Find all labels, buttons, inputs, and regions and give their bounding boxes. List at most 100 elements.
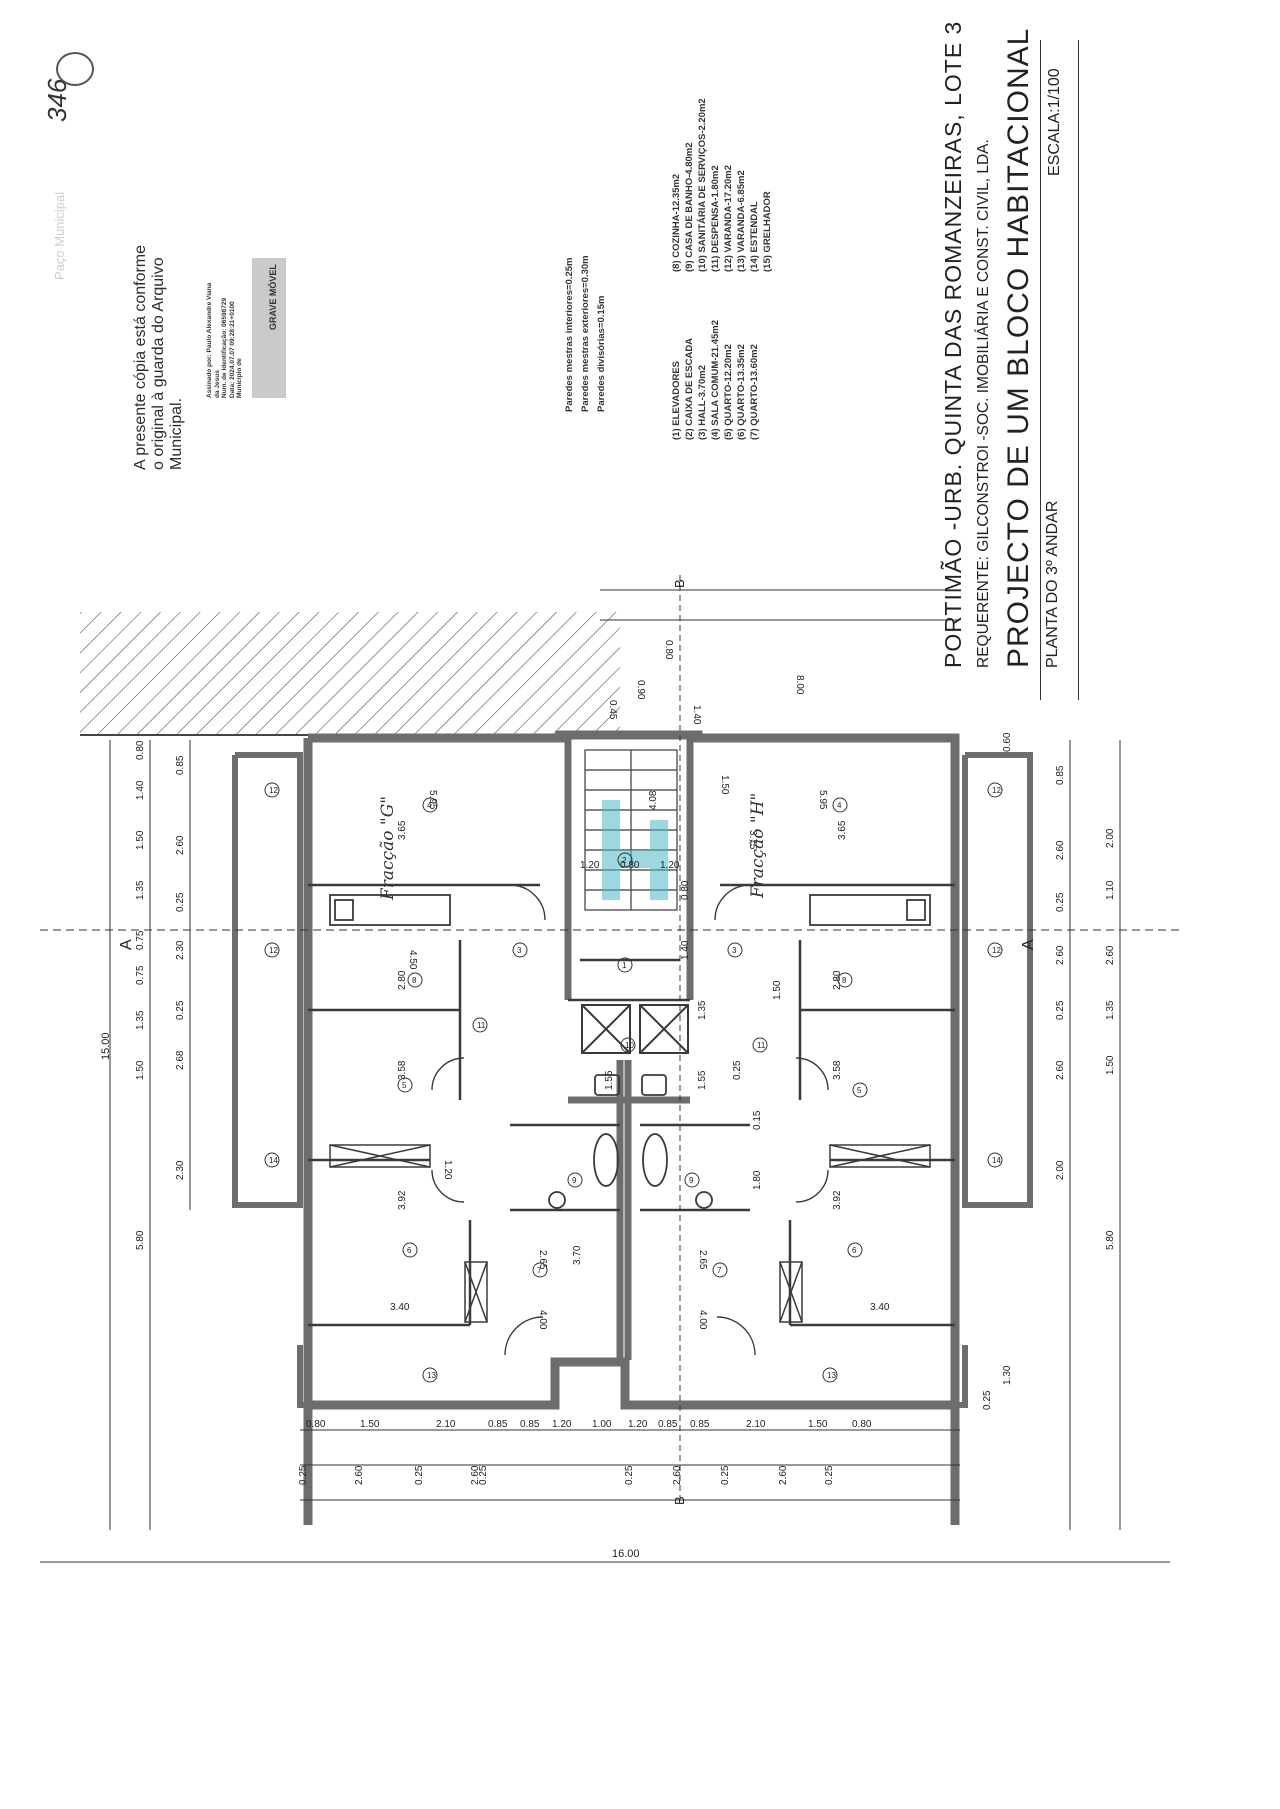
- dimension-label: 2.60: [672, 1465, 683, 1485]
- room-number: 9: [689, 1176, 694, 1185]
- room-number-marker: [472, 1017, 488, 1033]
- dimension-label: 2.60: [175, 835, 186, 855]
- exterior-walls: [232, 730, 1033, 1525]
- room-number-marker: [987, 782, 1003, 798]
- dimension-label: 0.25: [414, 1465, 425, 1485]
- dimension-label: 1.20: [552, 1419, 572, 1430]
- dimension-label: 0.25: [1055, 892, 1066, 912]
- room-dimension: 4.50: [407, 950, 418, 970]
- wardrobes: [329, 1144, 931, 1323]
- room-dimension: 2.65: [537, 1250, 548, 1270]
- room-number-marker: [422, 1367, 438, 1383]
- room-number: 7: [717, 1266, 722, 1275]
- dimension-label: 1.50: [1105, 1055, 1116, 1075]
- kitchen-counters: [329, 894, 931, 926]
- room-number: 4: [837, 801, 842, 810]
- room-dimension: 5.95: [427, 790, 438, 810]
- dimension-label: 2.10: [436, 1419, 456, 1430]
- room-number-marker: [532, 1262, 548, 1278]
- room-number-marker: [617, 957, 633, 973]
- dimension-label: 2.60: [470, 1465, 481, 1485]
- dimension-label: 2.60: [778, 1465, 789, 1485]
- dimension-label: 1.50: [719, 775, 730, 795]
- room-dimension: 1.55: [697, 1070, 708, 1090]
- dimension-label: 1.35: [1105, 1000, 1116, 1020]
- room-number: 10: [625, 1041, 634, 1050]
- dimension-label: 0.75: [135, 965, 146, 985]
- dimension-label: 1.30: [1002, 1365, 1013, 1385]
- dimension-label: 0.25: [175, 892, 186, 912]
- dimension-label: 0.25: [824, 1465, 835, 1485]
- dimension-label: 2.00: [1105, 828, 1116, 848]
- dimension-label: 0.85: [690, 1419, 710, 1430]
- dimension-label: 1.35: [135, 1010, 146, 1030]
- dimension-label: 0.80: [852, 1419, 872, 1430]
- room-number: 9: [572, 1176, 577, 1185]
- dimension-label: 0.25: [982, 1390, 993, 1410]
- dimension-label: 5.80: [1105, 1230, 1116, 1250]
- room-dimension: 1.20: [660, 860, 680, 871]
- stair-highlight: [602, 800, 668, 900]
- room-number-marker: [620, 1037, 636, 1053]
- bathroom-fixtures: [548, 1074, 713, 1209]
- dimension-label: 0.25: [175, 1000, 186, 1020]
- room-number: 2: [622, 856, 627, 865]
- dimension-label: 0.80: [135, 740, 146, 760]
- room-number: 5: [857, 1086, 862, 1095]
- dimension-label: 2.60: [1105, 945, 1116, 965]
- room-number-marker: [852, 1082, 868, 1098]
- dimension-label: 0.90: [635, 680, 646, 700]
- room-number-marker: [987, 1152, 1003, 1168]
- room-number: 12: [269, 946, 278, 955]
- room-number: 1: [622, 961, 627, 970]
- room-number: 5: [402, 1081, 407, 1090]
- dimension-label: 0.75: [135, 930, 146, 950]
- section-marker-a-left: A: [118, 939, 135, 950]
- room-number: 3: [517, 946, 522, 955]
- dimension-label: 2.60: [1055, 1060, 1066, 1080]
- dimension-label: 3.75: [747, 830, 758, 850]
- dimension-label: 2.30: [175, 940, 186, 960]
- room-dimension: 1.20: [442, 1160, 453, 1180]
- total-width-dim: 16.00: [612, 1548, 640, 1560]
- room-dimension: 3.65: [397, 820, 408, 840]
- room-number-marker: [712, 1262, 728, 1278]
- room-number: 12: [992, 786, 1001, 795]
- dimension-label: 0.85: [488, 1419, 508, 1430]
- dimension-label: 1.40: [691, 705, 702, 725]
- room-number: 7: [537, 1266, 542, 1275]
- dimension-label: 0.25: [624, 1465, 635, 1485]
- room-number: 11: [757, 1041, 766, 1050]
- room-number-marker: [832, 797, 848, 813]
- room-number-marker: [684, 1172, 700, 1188]
- room-number: 12: [269, 786, 278, 795]
- room-number-marker: [752, 1037, 768, 1053]
- dimension-label: 1.20: [628, 1419, 648, 1430]
- signature-seal: [252, 258, 286, 398]
- dimension-label: 0.85: [175, 755, 186, 775]
- dimension-label: 1.50: [135, 1060, 146, 1080]
- room-number-marker: [264, 782, 280, 798]
- dimension-label: 2.68: [175, 1050, 186, 1070]
- top-dim: 8.00: [794, 675, 805, 695]
- room-dimension: 3.65: [837, 820, 848, 840]
- room-dimension: 0.25: [732, 1060, 743, 1080]
- room-dimension: 3.40: [390, 1302, 410, 1313]
- room-number: 3: [732, 946, 737, 955]
- room-number: 8: [412, 976, 417, 985]
- room-number-marker: [264, 942, 280, 958]
- title-block-line: [1040, 40, 1041, 700]
- room-dimension: 3.92: [832, 1190, 843, 1210]
- room-dimension: 3.40: [870, 1302, 890, 1313]
- section-marker-b-bottom: B: [672, 1496, 687, 1505]
- room-dimension: 0.80: [680, 880, 691, 900]
- dimension-label: 2.60: [1055, 945, 1066, 965]
- unit-label-g: Fracção "G": [378, 795, 398, 900]
- dimension-label: 0.80: [663, 640, 674, 660]
- dimension-label: 0.60: [1002, 732, 1013, 752]
- door-swings: [431, 884, 829, 1356]
- dimension-label: 0.85: [520, 1419, 540, 1430]
- dimension-label: 0.85: [1055, 765, 1066, 785]
